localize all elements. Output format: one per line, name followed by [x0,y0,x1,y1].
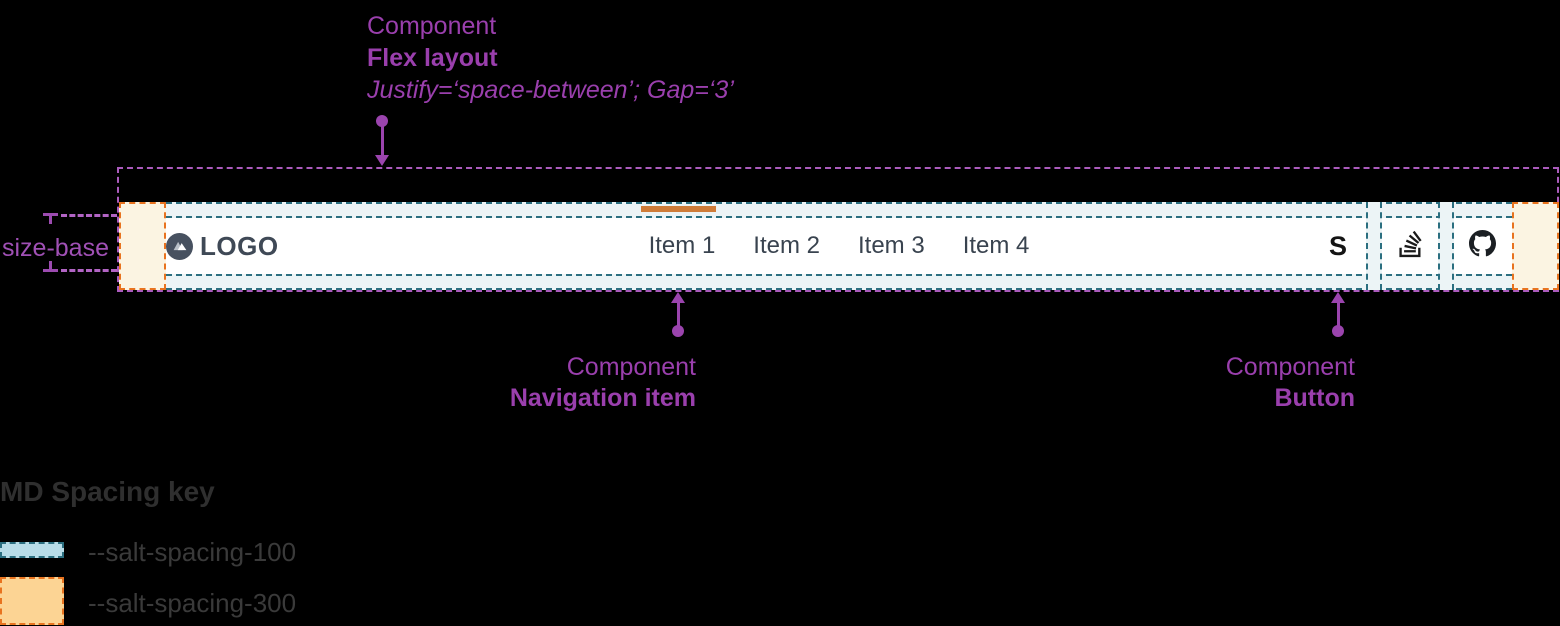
spacing-100-bottom-overlay [166,274,1512,290]
annotation-line-component: Component [367,12,497,40]
spacing-100-top-overlay [166,202,1512,218]
spacing-100-label: --salt-spacing-100 [88,537,297,567]
button-annotation: Component Button [1226,352,1355,414]
nav-item-annotation-arrowhead-icon [671,292,685,303]
active-item-indicator [641,206,716,212]
flex-layout-annotation: Component Flex layout Justify=‘space-bet… [367,10,734,106]
annotation-line-component: Component [1225,353,1355,381]
nav-item-1[interactable]: Item 1 [648,232,716,259]
nav-item-4[interactable]: Item 4 [962,232,1030,259]
s-logo-button[interactable]: S [1310,218,1366,274]
spacing-300-left-overlay [119,202,166,290]
nav-item-annotation-line [677,301,680,327]
spacing-100-gap-overlay-2 [1438,202,1454,290]
annotation-line-button: Button [1274,384,1355,412]
flex-annotation-line [381,126,384,157]
size-base-bottom-tick [43,269,58,272]
spacing-100-swatch [0,542,64,558]
logo-text: LOGO [200,230,279,261]
size-base-bottom-tick-stem [49,261,52,272]
button-annotation-arrowhead-icon [1331,292,1345,303]
size-base-top-tick-stem [49,213,52,224]
stackoverflow-icon [1398,229,1423,264]
annotation-line-component: Component [566,353,696,381]
nav-item-3[interactable]: Item 3 [858,232,925,259]
github-button[interactable] [1454,218,1510,274]
flex-annotation-dot [376,115,388,127]
navigation-items: Item 1 Item 2 Item 3 Item 4 [649,218,1030,274]
nav-item-2[interactable]: Item 2 [753,232,820,259]
logo[interactable]: LOGO [166,218,279,274]
app-header-navbar: LOGO Item 1 Item 2 Item 3 Item 4 S [119,202,1559,290]
flex-annotation-arrowhead-icon [375,155,389,166]
button-annotation-dot [1332,325,1344,337]
annotation-line-navigation-item: Navigation item [509,384,696,412]
size-base-label: size-base [2,234,109,262]
spacing-300-right-overlay [1512,202,1559,290]
github-icon [1468,230,1496,262]
button-annotation-line [1337,301,1340,327]
s-logo-icon: S [1328,230,1347,261]
annotation-line-flex-layout: Flex layout [367,44,498,72]
size-base-top-dashed-line [61,214,117,217]
spacing-100-gap-overlay-1 [1366,202,1382,290]
mountain-logo-icon [166,232,193,260]
stackoverflow-button[interactable] [1382,218,1438,274]
spacing-300-label: --salt-spacing-300 [88,588,297,618]
spacing-300-swatch [0,577,64,625]
spacing-key-title: MD Spacing key [0,476,215,507]
size-base-bottom-dashed-line [61,269,117,272]
annotation-line-justify-gap: Justify=‘space-between’; Gap=‘3’ [367,76,734,104]
navigation-item-annotation: Component Navigation item [510,352,696,414]
nav-item-annotation-dot [672,325,684,337]
